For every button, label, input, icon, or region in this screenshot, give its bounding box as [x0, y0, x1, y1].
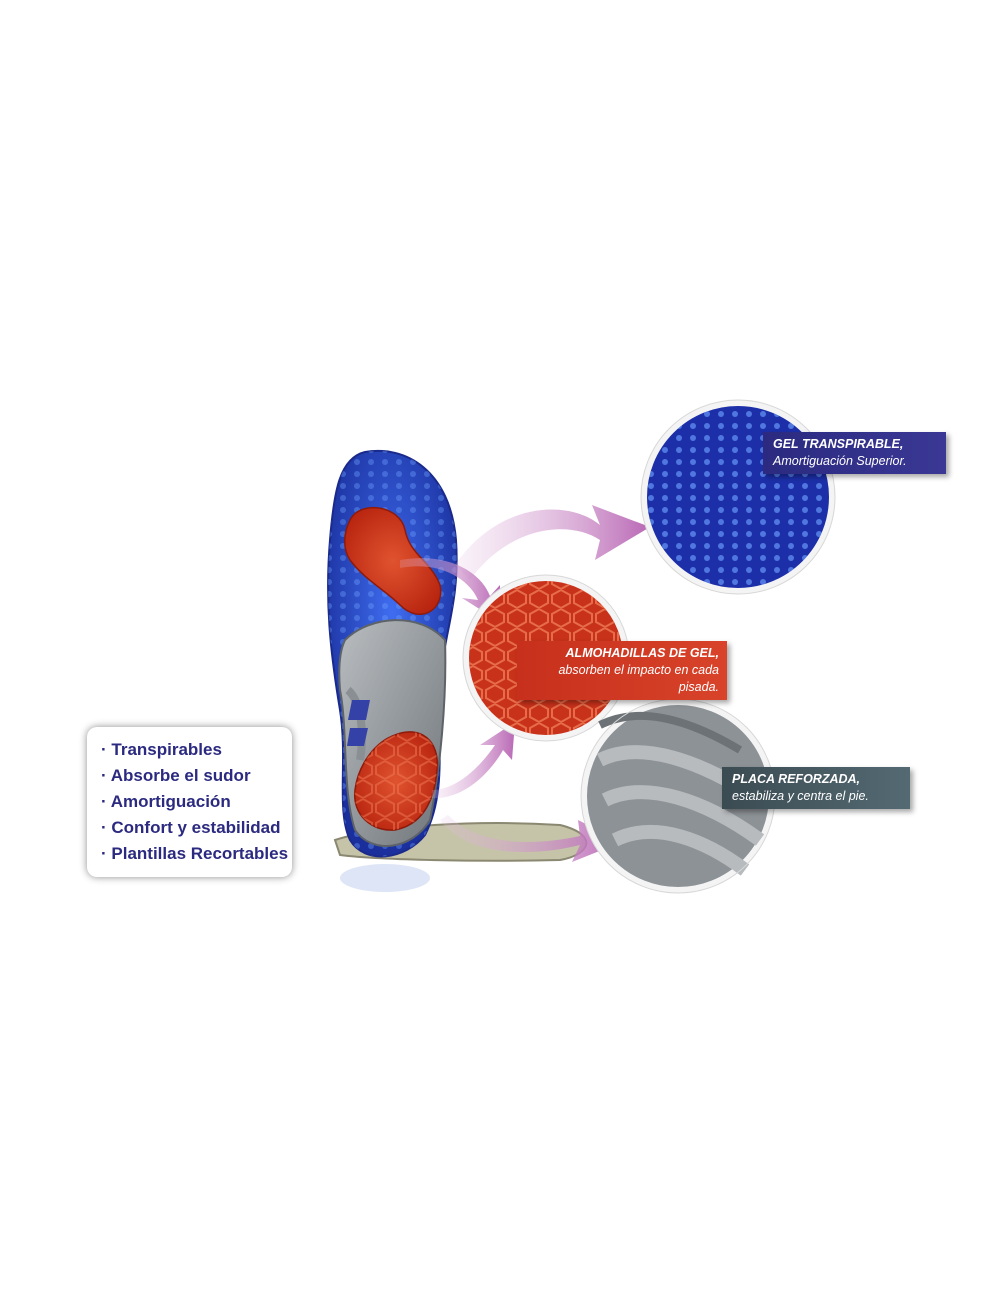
features-list: · Transpirables · Absorbe el sudor · Amo… — [87, 727, 292, 867]
arrow-to-almohadillas — [400, 558, 500, 622]
callout-placa-reforzada: PLACA REFORZADA, estabiliza y centra el … — [722, 767, 910, 809]
callout-desc: Amortiguación Superior. — [773, 454, 907, 468]
zoom-gel-circle — [640, 399, 836, 595]
heel-blue-ribs — [347, 700, 370, 746]
feature-item: · Absorbe el sudor — [101, 766, 251, 785]
callout-desc: absorben el impacto en cada pisada. — [558, 663, 719, 694]
callout-almohadillas-de-gel: ALMOHADILLAS DE GEL, absorben el impacto… — [517, 641, 727, 700]
callout-title: ALMOHADILLAS DE GEL, — [565, 646, 719, 660]
insole — [327, 449, 458, 858]
feature-item: · Amortiguación — [101, 792, 231, 811]
arrow-to-almohadillas-2 — [432, 722, 515, 799]
arrow-to-gel — [455, 505, 650, 580]
arrow-to-placa — [440, 815, 622, 862]
feature-item: · Plantillas Recortables — [101, 844, 289, 863]
callout-title: GEL TRANSPIRABLE, — [773, 437, 904, 451]
features-box: · Transpirables · Absorbe el sudor · Amo… — [87, 727, 292, 877]
callout-gel-transpirable: GEL TRANSPIRABLE, Amortiguación Superior… — [763, 432, 946, 474]
feature-item: · Transpirables — [101, 740, 222, 759]
callout-title: PLACA REFORZADA, — [732, 772, 861, 786]
callout-desc: estabiliza y centra el pie. — [732, 789, 869, 803]
feature-item: · Confort y estabilidad — [101, 818, 281, 837]
